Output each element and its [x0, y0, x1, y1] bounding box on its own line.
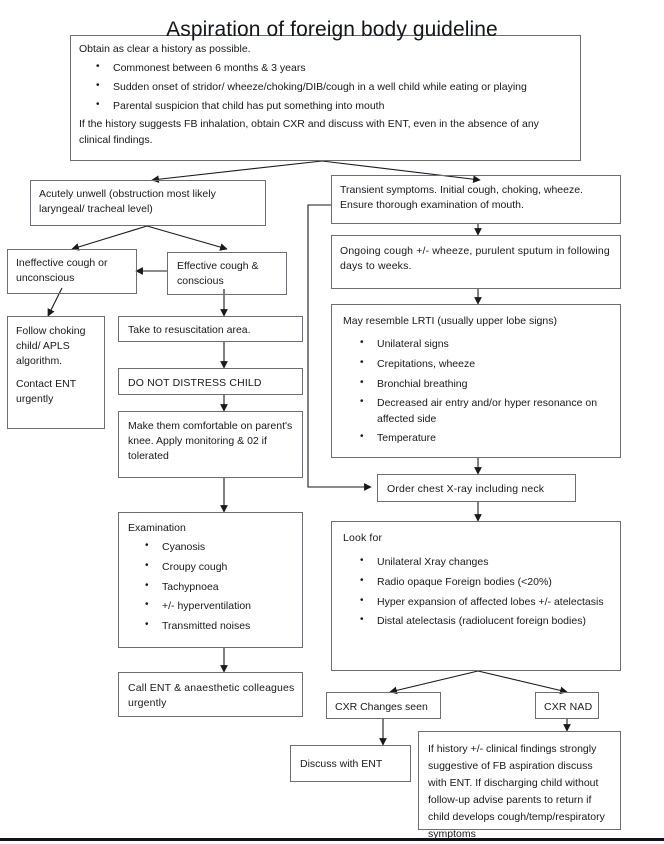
call-ent-text: Call ENT & anaesthetic colleagues urgent…	[128, 682, 295, 710]
look-for-bullet-0: Unilateral Xray changes	[360, 554, 614, 570]
history-bullet-0: Commonest between 6 months & 3 years	[96, 60, 572, 76]
edge-history-to-acutely-unwell	[151, 160, 323, 184]
order-chest-xray-text: Order chest X-ray including neck	[387, 483, 545, 495]
examination-bullet-3: +/- hyperventilation	[145, 598, 296, 614]
follow-choking-line1: Follow choking child/ APLS algorithm.	[16, 325, 86, 368]
node-make-comfortable: Make them comfortable on parent's knee. …	[118, 411, 303, 478]
node-lrti: May resemble LRTI (usually upper lobe si…	[331, 304, 621, 458]
ongoing-cough-text: Ongoing cough +/- wheeze, purulent sputu…	[340, 245, 610, 273]
node-ongoing-cough: Ongoing cough +/- wheeze, purulent sputu…	[331, 235, 621, 289]
node-effective-cough: Effective cough & conscious	[167, 252, 287, 295]
examination-bullets: Cyanosis Croupy cough Tachypnoea +/- hyp…	[128, 539, 296, 634]
history-lead: Obtain as clear a history as possible.	[79, 43, 251, 55]
ineffective-cough-text: Ineffective cough or unconscious	[16, 257, 108, 285]
look-for-bullets: Unilateral Xray changes Radio opaque For…	[343, 554, 614, 629]
bottom-rule	[0, 838, 664, 841]
page-title: Aspiration of foreign body guideline	[166, 18, 498, 42]
node-call-ent: Call ENT & anaesthetic colleagues urgent…	[118, 672, 303, 717]
look-for-bullet-3: Distal atelectasis (radiolucent foreign …	[360, 613, 614, 629]
discharge-advice-text: If history +/- clinical findings strongl…	[428, 743, 605, 840]
history-bullet-1: Sudden onset of stridor/ wheeze/choking/…	[96, 79, 572, 95]
effective-cough-text: Effective cough & conscious	[177, 260, 259, 288]
cxr-changes-seen-text: CXR Changes seen	[335, 701, 428, 713]
examination-bullet-0: Cyanosis	[145, 539, 296, 555]
node-cxr-nad: CXR NAD	[535, 692, 599, 719]
history-bullet-2: Parental suspicion that child has put so…	[96, 98, 572, 114]
examination-bullet-2: Tachypnoea	[145, 579, 296, 595]
node-order-chest-xray: Order chest X-ray including neck	[377, 474, 576, 502]
transient-symptoms-text: Transient symptoms. Initial cough, choki…	[340, 184, 583, 212]
node-transient-symptoms: Transient symptoms. Initial cough, choki…	[331, 175, 621, 224]
history-tail: If the history suggests FB inhalation, o…	[79, 118, 539, 146]
follow-choking-line2: Contact ENT urgently	[16, 377, 76, 405]
node-examination: Examination Cyanosis Croupy cough Tachyp…	[118, 512, 303, 648]
edge-acute-to-effective	[146, 225, 228, 251]
do-not-distress-text: DO NOT DISTRESS CHILD	[128, 377, 262, 389]
lrti-bullet-2: Bronchial breathing	[360, 376, 614, 392]
node-look-for: Look for Unilateral Xray changes Radio o…	[331, 521, 621, 671]
node-do-not-distress: DO NOT DISTRESS CHILD	[118, 368, 303, 395]
node-discuss-with-ent: Discuss with ENT	[290, 745, 411, 782]
history-bullets: Commonest between 6 months & 3 years Sud…	[79, 60, 572, 114]
lrti-bullet-0: Unilateral signs	[360, 336, 614, 352]
lrti-bullet-1: Crepitations, wheeze	[360, 356, 614, 372]
cxr-nad-text: CXR NAD	[544, 701, 593, 713]
look-for-lead: Look for	[343, 532, 383, 544]
edge-acute-to-ineffective	[71, 225, 148, 251]
node-discharge-advice: If history +/- clinical findings strongl…	[418, 731, 621, 840]
look-for-bullet-2: Hyper expansion of affected lobes +/- at…	[360, 594, 614, 610]
examination-bullet-4: Transmitted noises	[145, 618, 296, 634]
discuss-with-ent-text: Discuss with ENT	[300, 758, 383, 770]
lrti-bullets: Unilateral signs Crepitations, wheeze Br…	[343, 336, 614, 446]
lrti-bullet-4: Temperature	[360, 430, 614, 446]
node-resuscitation-area: Take to resuscitation area.	[118, 316, 303, 342]
node-acutely-unwell: Acutely unwell (obstruction most likely …	[30, 180, 266, 226]
resuscitation-text: Take to resuscitation area.	[128, 324, 251, 336]
node-cxr-changes-seen: CXR Changes seen	[326, 692, 441, 719]
examination-lead: Examination	[128, 522, 186, 534]
edge-lookfor-to-cxrnad	[477, 670, 568, 695]
node-ineffective-cough: Ineffective cough or unconscious	[7, 249, 137, 294]
lrti-lead: May resemble LRTI (usually upper lobe si…	[343, 315, 557, 327]
acutely-unwell-text: Acutely unwell (obstruction most likely …	[39, 188, 216, 216]
edge-lookfor-to-cxrchanges	[389, 670, 479, 695]
look-for-bullet-1: Radio opaque Foreign bodies (<20%)	[360, 574, 614, 590]
lrti-bullet-3: Decreased air entry and/or hyper resonan…	[360, 395, 614, 426]
node-follow-choking: Follow choking child/ APLS algorithm. Co…	[7, 316, 105, 429]
make-comfortable-text: Make them comfortable on parent's knee. …	[128, 420, 293, 463]
follow-choking-spacer	[16, 370, 98, 377]
examination-bullet-1: Croupy cough	[145, 559, 296, 575]
node-history-box: Obtain as clear a history as possible. C…	[70, 35, 581, 161]
